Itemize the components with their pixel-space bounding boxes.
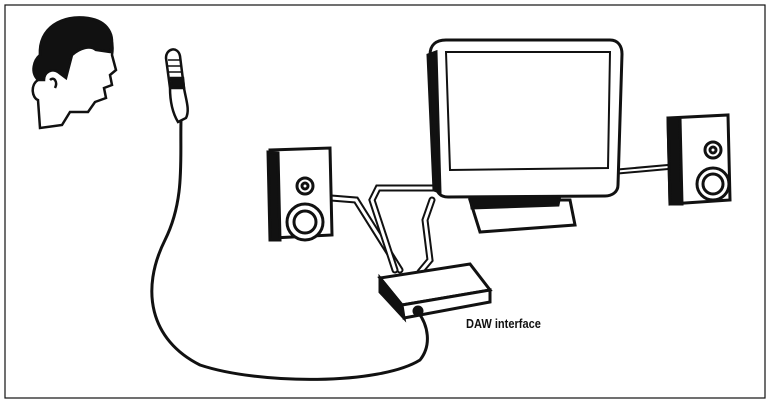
daw-interface-box-icon [377,262,493,323]
daw-interface-label: DAW interface [466,316,541,331]
mic-cable [150,118,429,381]
computer-monitor-icon [426,38,624,234]
microphone-icon [164,48,189,124]
left-speaker-icon [266,146,334,242]
person-head-icon [31,16,118,130]
right-speaker-icon [666,113,732,206]
frame-border [4,4,766,399]
cables [150,118,671,381]
